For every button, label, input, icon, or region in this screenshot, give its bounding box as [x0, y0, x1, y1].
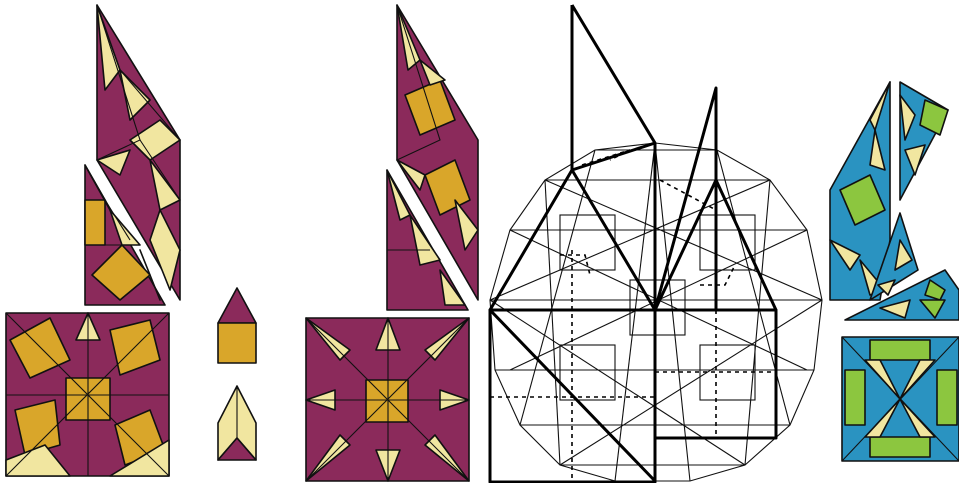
piece-chevron [218, 386, 256, 460]
piece-house [218, 288, 256, 363]
panel-left-pieces [6, 5, 256, 476]
piece-large-square [6, 313, 169, 476]
panel-right-pieces [830, 82, 959, 461]
panel-middle-pieces [306, 5, 478, 481]
piece-right-tall-2 [900, 82, 948, 200]
piece-right-square [842, 337, 959, 461]
piece-large-square-2 [306, 318, 469, 481]
panel-line-drawing [490, 5, 822, 483]
